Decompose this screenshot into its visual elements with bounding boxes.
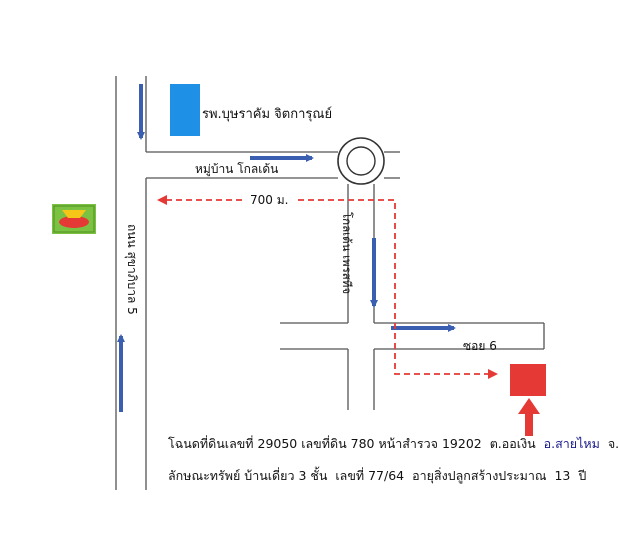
distance-label: 700 ม. — [250, 193, 289, 207]
property-info-line-2: ลักษณะทรัพย์ บ้านเดี่ยว 3 ชั้น เลขที่ 77… — [168, 468, 587, 483]
road-main — [115, 76, 147, 490]
roundabout-icon — [337, 137, 385, 185]
property-info-line-1: โฉนดที่ดินเลขที่ 29050 เลขที่ดิน 780 หน้… — [168, 436, 619, 451]
building-age-label: อายุสิ่งปลูกสร้างประมาณ — [412, 468, 547, 483]
title-deed-number: 29050 — [257, 436, 298, 451]
route-path — [157, 195, 498, 379]
property-marker-icon — [510, 364, 546, 396]
route-to-property — [298, 199, 498, 379]
property-type-label: ลักษณะทรัพย์ — [168, 468, 241, 483]
hospital-label: รพ.บุษราคัม จิตการุณย์ — [202, 107, 333, 122]
survey-label: หน้าสำรวจ — [378, 436, 438, 451]
road-village — [146, 151, 400, 179]
house-no: 77/64 — [368, 468, 405, 483]
road-soi-6 — [280, 322, 545, 350]
subdistrict: ต.ออเงิน — [489, 436, 536, 451]
property-pointer-arrow — [518, 398, 540, 436]
survey-no: 19202 — [441, 436, 482, 451]
title-deed-label: โฉนดที่ดินเลขที่ — [168, 436, 254, 451]
district: อ.สายไหม — [543, 436, 600, 451]
land-no-label: เลขที่ดิน — [301, 436, 347, 451]
main-road-label: ถนน สุขาภิบาล 5 — [125, 224, 139, 315]
building-age-unit: ปี — [578, 468, 587, 483]
property-type: บ้านเดี่ยว 3 ชั้น — [244, 468, 328, 483]
inner-road-label: โกลเด้น เพรสทีจ — [340, 212, 354, 295]
house-no-label: เลขที่ — [335, 468, 365, 483]
village-road-label: หมู่บ้าน โกลเด้น — [195, 162, 279, 176]
store-logo-icon — [52, 204, 96, 234]
land-no: 780 — [350, 436, 375, 451]
soi-label: ซอย 6 — [463, 339, 497, 353]
building-age: 13 — [554, 468, 571, 483]
province: จ.กทม. — [607, 436, 619, 451]
direction-arrows — [117, 84, 456, 412]
hospital-building — [170, 84, 200, 136]
